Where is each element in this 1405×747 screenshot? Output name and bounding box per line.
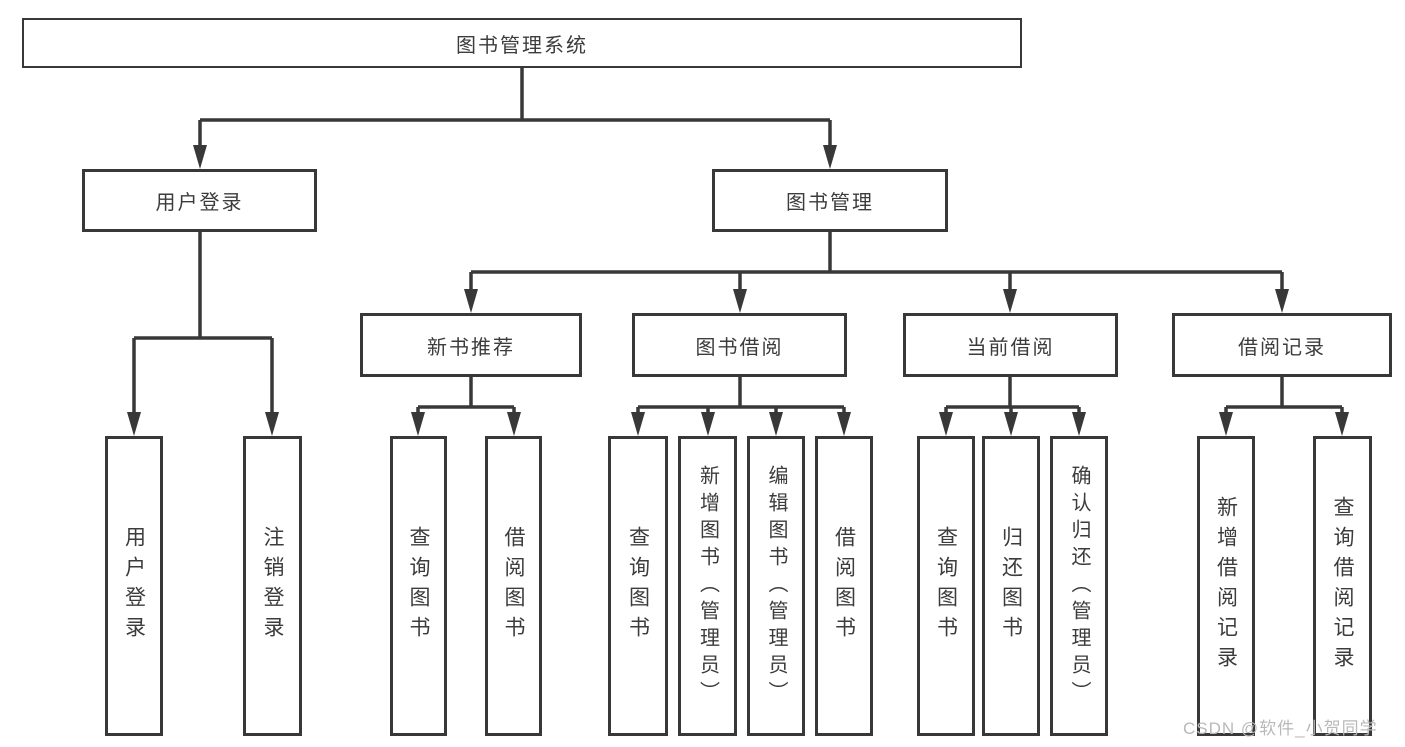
leaf-query-books-newrec: 查询图书	[390, 436, 447, 736]
node-book-management: 图书管理	[712, 169, 948, 232]
leaf-add-borrow-record: 新增借阅记录	[1197, 436, 1255, 736]
node-current-borrowing: 当前借阅	[903, 313, 1118, 377]
leaf-borrow-books-newrec: 借阅图书	[485, 436, 542, 736]
node-new-book-recommendation: 新书推荐	[360, 313, 582, 377]
leaf-query-books-current: 查询图书	[917, 436, 975, 736]
leaf-return-books: 归还图书	[982, 436, 1040, 736]
leaf-query-books-borrow: 查询图书	[608, 436, 668, 736]
leaf-confirm-return-admin: 确认归还（管理员）	[1050, 436, 1108, 736]
node-borrowing-records: 借阅记录	[1172, 313, 1392, 377]
node-book-borrowing: 图书借阅	[632, 313, 847, 377]
node-library-management-system: 图书管理系统	[22, 18, 1022, 68]
leaf-edit-books-admin: 编辑图书（管理员）	[747, 436, 805, 736]
node-user-login: 用户登录	[82, 169, 317, 232]
csdn-watermark: CSDN @软件_小贺同学	[1183, 719, 1378, 738]
leaf-query-borrow-record: 查询借阅记录	[1313, 436, 1372, 736]
leaf-user-login: 用户登录	[105, 436, 163, 736]
leaf-add-books-admin: 新增图书（管理员）	[678, 436, 737, 736]
leaf-logout: 注销登录	[243, 436, 302, 736]
leaf-borrow-books: 借阅图书	[815, 436, 873, 736]
